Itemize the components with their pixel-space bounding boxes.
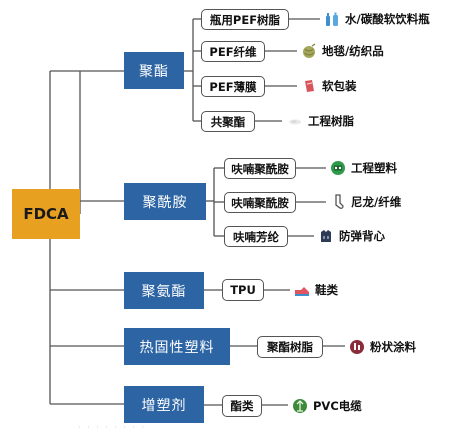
category-label: 增塑剂 [141,397,187,414]
category-label: 聚氨酯 [141,283,187,300]
resin-icon [287,113,303,129]
application-label: 软包装 [322,79,357,93]
application-item: 水/碳酸软饮料瓶 [324,11,430,27]
application-item: 尼龙/纤维 [330,194,401,210]
product-node: 共聚酯 [201,111,255,132]
plastic-icon [330,160,346,176]
product-node: PEF薄膜 [201,76,265,97]
application-label: PVC电缆 [313,399,362,413]
application-label: 地毯/纺织品 [322,44,384,58]
product-label: 呋喃芳纶 [233,229,279,244]
yarn-icon [301,43,317,59]
category-node-polyester: 聚酯 [124,52,184,89]
product-label: 呋喃聚酰胺 [231,161,289,176]
product-node: 瓶用PEF树脂 [201,9,289,30]
application-item: 软包装 [301,78,357,94]
application-item: PVC电缆 [292,398,362,414]
application-item: 地毯/纺织品 [301,43,384,59]
application-label: 粉状涂料 [370,340,416,354]
category-label: 聚酯 [139,63,169,80]
product-node: 聚酯树脂 [257,336,323,358]
product-node: PEF纤维 [201,41,265,62]
product-label: 瓶用PEF树脂 [209,12,281,27]
application-label: 水/碳酸软饮料瓶 [345,12,430,26]
application-label: 工程塑料 [351,161,397,175]
category-node-polyamide: 聚酰胺 [124,183,206,220]
application-label: 尼龙/纤维 [351,195,402,209]
product-label: TPU [230,283,256,297]
root-node-fdca: FDCA [12,189,80,239]
product-label: 酯类 [230,399,254,413]
vest-icon [318,228,334,244]
root-label: FDCA [23,205,69,223]
application-item: 工程树脂 [287,113,354,129]
product-node: 呋喃聚酰胺 [224,192,296,213]
footer-faint-text: · · · · · · · · [78,423,147,432]
cable-icon [292,398,308,414]
shoe-icon [294,282,310,298]
product-label: PEF纤维 [209,44,257,59]
product-node: 呋喃聚酰胺 [224,158,296,179]
application-label: 工程树脂 [308,114,354,128]
category-node-plasticizer: 增塑剂 [124,386,204,423]
category-node-thermoset: 热固性塑料 [124,328,230,365]
category-label: 热固性塑料 [139,339,215,356]
stocking-icon [330,194,346,210]
product-label: 聚酯树脂 [267,340,313,354]
application-label: 鞋类 [315,283,338,297]
category-label: 聚酰胺 [142,194,188,211]
product-node: TPU [222,279,264,301]
product-label: 共聚酯 [210,114,246,129]
product-node: 酯类 [222,395,262,417]
application-label: 防弹背心 [339,229,385,243]
product-label: 呋喃聚酰胺 [231,195,289,210]
application-item: 粉状涂料 [349,339,416,355]
application-item: 工程塑料 [330,160,397,176]
category-node-polyurethane: 聚氨酯 [124,272,204,309]
bottles-icon [324,11,340,27]
paint-icon [349,339,365,355]
application-item: 防弹背心 [318,228,385,244]
product-label: PEF薄膜 [209,79,257,94]
product-node: 呋喃芳纶 [224,226,288,247]
package-icon [301,78,317,94]
application-item: 鞋类 [294,282,338,298]
